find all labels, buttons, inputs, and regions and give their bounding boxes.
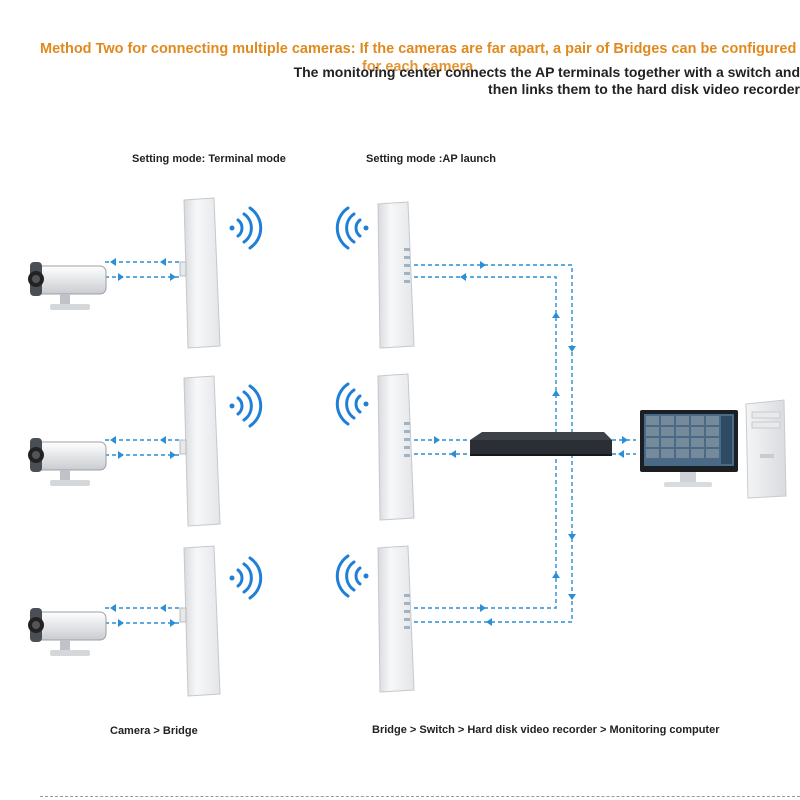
headline-continuation: for each camera bbox=[362, 59, 474, 75]
switch-link-arrows bbox=[434, 261, 628, 626]
subtitle-line-2: then links them to the hard disk video r… bbox=[488, 81, 800, 97]
wifi-out-icon-1 bbox=[229, 206, 263, 250]
camera-3 bbox=[28, 608, 107, 656]
ap-mode-label: Setting mode :AP launch bbox=[366, 153, 496, 165]
wifi-in-icon-1 bbox=[335, 206, 369, 250]
headline: Method Two for connecting multiple camer… bbox=[40, 41, 797, 57]
terminal-mode-label: Setting mode: Terminal mode bbox=[132, 153, 286, 165]
ap-bridge-3 bbox=[377, 545, 415, 693]
subtitle-line-1: The monitoring center connects the AP te… bbox=[293, 64, 800, 80]
camera-1 bbox=[28, 262, 107, 310]
wifi-out-icon-2 bbox=[229, 384, 263, 428]
wifi-in-icon-3 bbox=[335, 554, 369, 598]
terminal-bridge-1 bbox=[179, 197, 221, 349]
switch-links bbox=[414, 264, 636, 623]
network-switch bbox=[470, 432, 612, 456]
bottom-divider bbox=[40, 796, 800, 797]
camera-links bbox=[105, 261, 182, 624]
wifi-in-icon-2 bbox=[335, 382, 369, 426]
camera-link-arrows bbox=[110, 258, 176, 627]
wifi-out-icon-3 bbox=[229, 556, 263, 600]
terminal-bridge-2 bbox=[179, 375, 221, 527]
ap-bridge-2 bbox=[377, 373, 415, 521]
chain-label: Bridge > Switch > Hard disk video record… bbox=[372, 724, 720, 736]
monitoring-computer bbox=[640, 399, 787, 499]
ap-bridge-1 bbox=[377, 201, 415, 349]
camera-2 bbox=[28, 438, 107, 486]
camera-bridge-label: Camera > Bridge bbox=[110, 725, 198, 737]
terminal-bridge-3 bbox=[179, 545, 221, 697]
